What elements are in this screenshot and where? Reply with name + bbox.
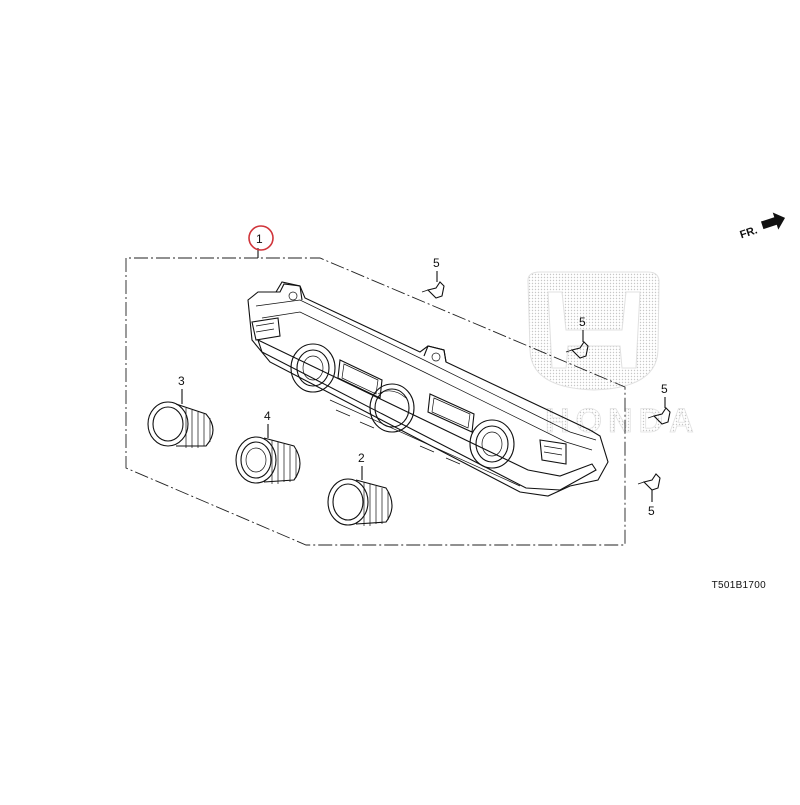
svg-text:FR.: FR. [738,224,759,241]
screw-5d [637,473,661,491]
svg-text:5: 5 [433,256,440,270]
callout-4[interactable]: 4 [264,409,271,438]
callout-5c[interactable]: 5 [661,382,668,408]
svg-text:3: 3 [178,374,185,388]
diagram-part-code: T501B1700 [711,580,766,591]
svg-text:5: 5 [661,382,668,396]
knob-3 [147,401,214,448]
center-knob [369,383,415,433]
knob-4 [235,436,301,484]
svg-text:2: 2 [358,451,365,465]
front-direction-indicator: FR. [738,212,786,241]
screw-5b [565,341,589,359]
callout-5b[interactable]: 5 [579,315,586,342]
left-dial-opening [290,343,336,393]
screw-5a [421,281,445,299]
honda-watermark-text: HONDA [545,402,700,440]
svg-text:5: 5 [579,315,586,329]
callout-5d[interactable]: 5 [648,490,655,518]
svg-text:1: 1 [256,232,263,246]
svg-text:4: 4 [264,409,271,423]
callout-2[interactable]: 2 [358,451,365,480]
climate-control-panel [247,281,609,497]
svg-text:5: 5 [648,504,655,518]
callout-1[interactable]: 1 [248,225,274,251]
knob-2 [327,478,393,526]
arrow-right-icon [760,212,786,230]
callout-3[interactable]: 3 [178,374,185,404]
callout-5a[interactable]: 5 [433,256,440,282]
right-dial-opening [469,419,515,469]
honda-watermark-logo: HONDA [527,271,700,440]
screw-5c [647,407,671,425]
